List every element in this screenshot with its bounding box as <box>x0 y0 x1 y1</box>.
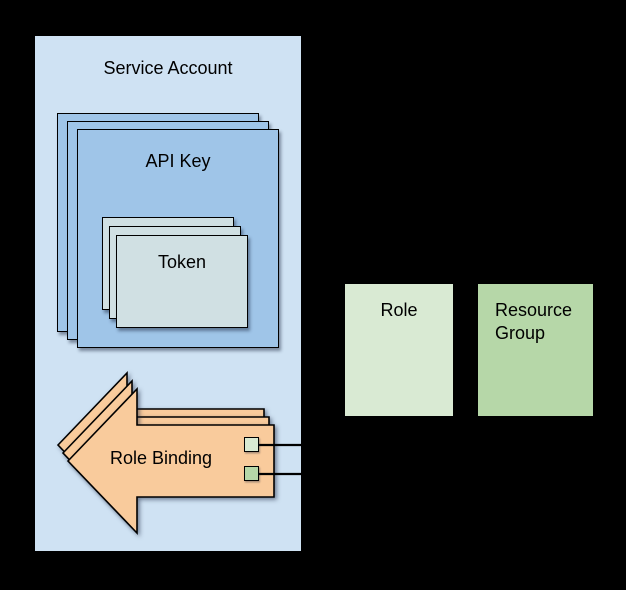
role-box: Role <box>345 284 453 416</box>
service-account-label: Service Account <box>103 58 233 78</box>
token-label: Token <box>157 252 207 272</box>
role-binding-label: Role Binding <box>109 448 213 468</box>
role-binding-arrow <box>66 387 275 535</box>
resource-group-ref-square <box>244 466 259 481</box>
resource-group-label: Resource Group <box>495 300 573 343</box>
role-label: Role <box>380 300 418 320</box>
role-ref-square <box>244 437 259 452</box>
token-box: Token <box>116 235 248 328</box>
api-key-label: API Key <box>145 151 211 171</box>
resource-group-box: Resource Group <box>478 284 593 416</box>
